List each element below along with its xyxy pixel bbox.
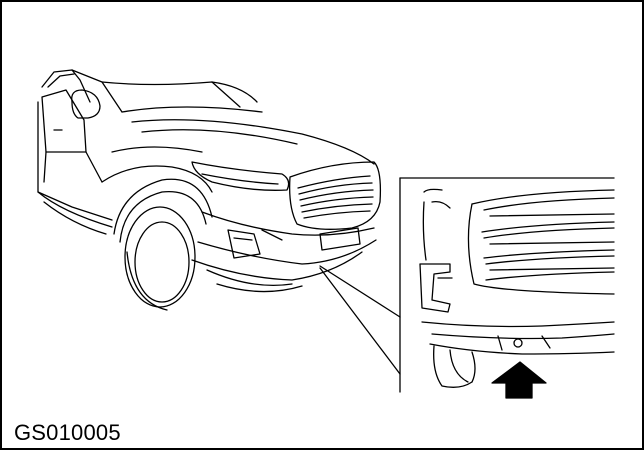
tow-hook-cover (514, 339, 522, 347)
callout-leader-lines (320, 266, 400, 374)
car-body (38, 70, 380, 292)
figure-code: GS010005 (14, 420, 121, 445)
detail-view (400, 178, 614, 392)
indicator-arrow (491, 361, 547, 399)
front-wheel (125, 207, 195, 310)
